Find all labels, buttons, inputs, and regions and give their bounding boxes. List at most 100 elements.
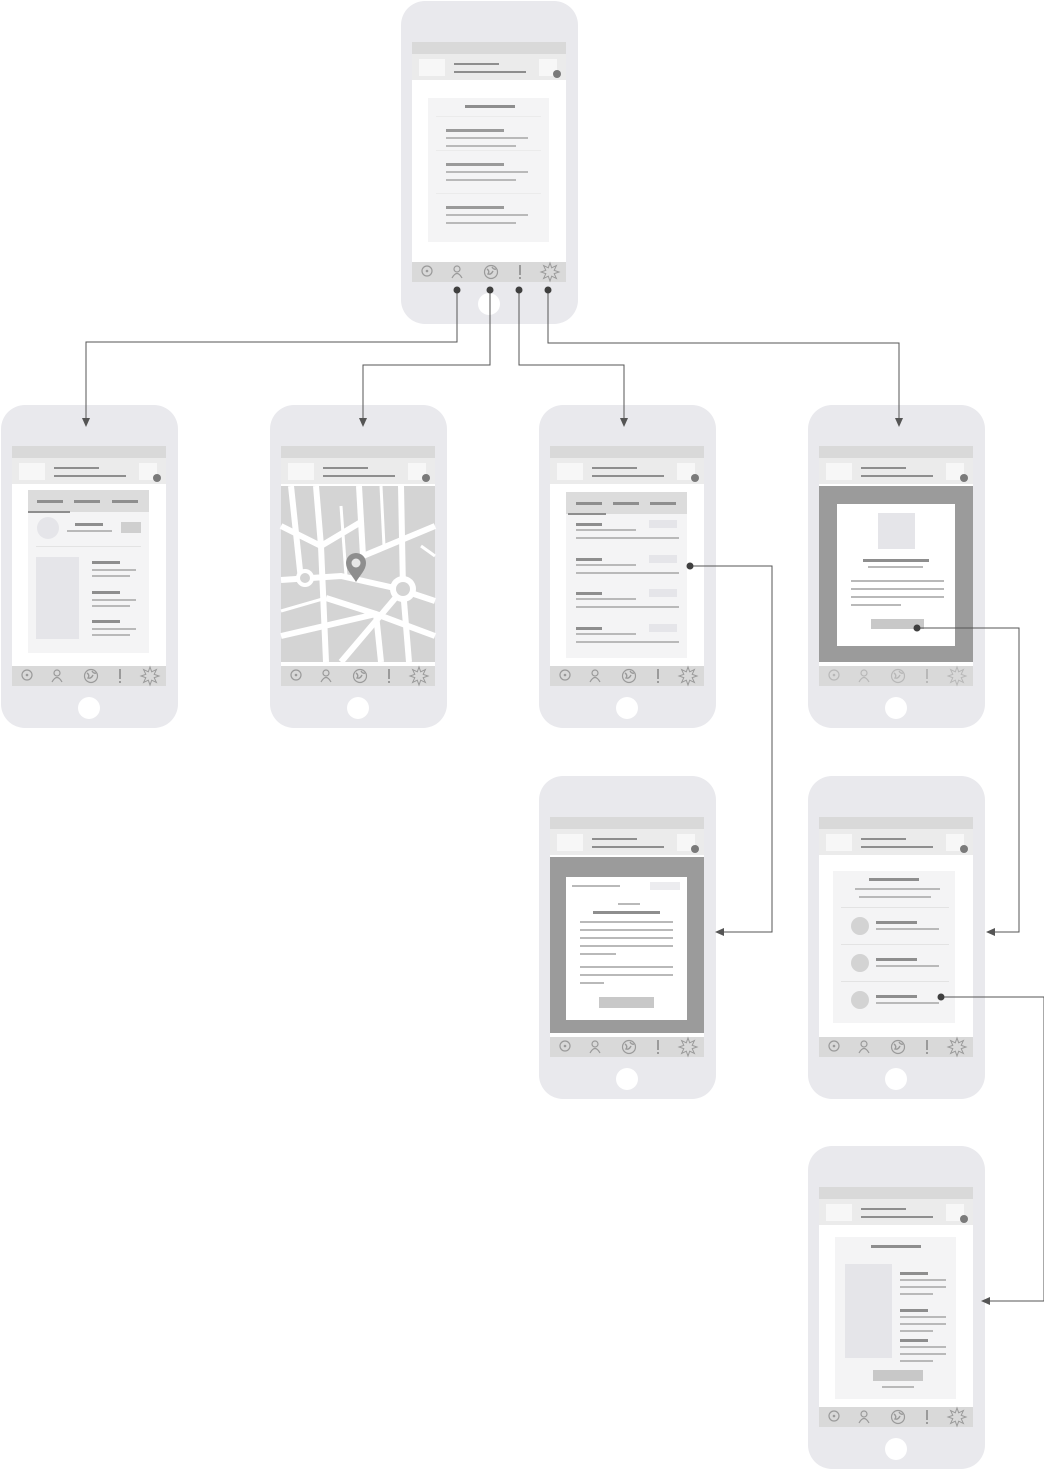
connector-modal-to-contacts bbox=[913, 624, 1020, 936]
row-title-line bbox=[576, 558, 602, 561]
profile-heading-line bbox=[92, 620, 120, 623]
pin-icon[interactable] bbox=[21, 669, 33, 681]
burst-icon[interactable] bbox=[946, 1036, 968, 1058]
person-icon[interactable] bbox=[320, 669, 332, 683]
person-icon[interactable] bbox=[451, 265, 463, 279]
profile-divider bbox=[36, 546, 141, 547]
burst-outline bbox=[139, 665, 161, 687]
person-body bbox=[589, 676, 601, 683]
exclamation-icon[interactable] bbox=[926, 1410, 928, 1424]
map-street bbox=[420, 544, 436, 558]
connector-home-to-modal bbox=[544, 286, 903, 427]
burst-outline bbox=[677, 1036, 699, 1058]
phone-modal bbox=[808, 405, 985, 728]
globe-outline bbox=[621, 668, 637, 684]
list-row[interactable] bbox=[576, 520, 679, 539]
globe-icon[interactable] bbox=[890, 1039, 906, 1055]
exclamation-dot bbox=[519, 277, 521, 279]
globe-icon[interactable] bbox=[890, 1409, 906, 1425]
phone-list bbox=[539, 405, 716, 728]
exclamation-icon[interactable] bbox=[926, 1040, 928, 1054]
connector-start-dot bbox=[515, 286, 523, 294]
pin-dot bbox=[832, 673, 836, 677]
exclamation-icon[interactable] bbox=[519, 265, 521, 279]
dialog-text-line bbox=[580, 966, 673, 968]
tab-label-line bbox=[37, 500, 63, 503]
globe-icon[interactable] bbox=[83, 668, 99, 684]
item-heading-line bbox=[446, 163, 504, 166]
burst-icon[interactable] bbox=[946, 1406, 968, 1428]
globe-icon[interactable] bbox=[352, 668, 368, 684]
header-action-box bbox=[539, 59, 557, 76]
status-bar bbox=[281, 446, 435, 458]
burst-icon[interactable] bbox=[677, 1036, 699, 1058]
item-text-line bbox=[446, 214, 528, 216]
exclamation-icon[interactable] bbox=[657, 669, 659, 683]
row-badge bbox=[649, 555, 677, 563]
dialog-text-line bbox=[580, 982, 604, 984]
connector-line bbox=[359, 290, 491, 427]
burst-icon[interactable] bbox=[139, 665, 161, 687]
exclamation-dot bbox=[926, 681, 928, 683]
burst-icon[interactable] bbox=[677, 665, 699, 687]
person-icon[interactable] bbox=[51, 669, 63, 683]
row-badge bbox=[649, 624, 677, 632]
contact-row[interactable] bbox=[851, 991, 939, 1009]
profile-name-line bbox=[75, 523, 103, 526]
row-badge bbox=[649, 589, 677, 597]
contact-row[interactable] bbox=[851, 917, 939, 935]
map-road bbox=[338, 587, 406, 664]
status-bar bbox=[819, 817, 973, 829]
connector-line bbox=[941, 996, 1044, 1305]
person-icon[interactable] bbox=[589, 1040, 601, 1054]
burst-icon[interactable] bbox=[408, 665, 430, 687]
pin-icon[interactable] bbox=[828, 669, 840, 681]
person-icon[interactable] bbox=[858, 1410, 870, 1424]
exclamation-dot bbox=[926, 1422, 928, 1424]
globe-icon[interactable] bbox=[890, 668, 906, 684]
pin-icon[interactable] bbox=[421, 265, 433, 277]
modal-image bbox=[878, 513, 915, 549]
globe-icon[interactable] bbox=[621, 1039, 637, 1055]
item-text-line bbox=[446, 145, 516, 147]
contacts-subtitle-line bbox=[855, 888, 940, 890]
pin-icon[interactable] bbox=[828, 1040, 840, 1052]
person-head bbox=[860, 1410, 868, 1418]
person-head bbox=[591, 1040, 599, 1048]
contact-row[interactable] bbox=[851, 954, 939, 972]
status-bar bbox=[12, 446, 166, 458]
exclamation-icon[interactable] bbox=[926, 669, 928, 683]
detail-text-line bbox=[900, 1286, 946, 1288]
pin-icon[interactable] bbox=[290, 669, 302, 681]
card-divider bbox=[436, 116, 541, 117]
list-row[interactable] bbox=[576, 589, 679, 608]
detail-text-line bbox=[900, 1360, 933, 1362]
globe-icon[interactable] bbox=[483, 264, 499, 280]
list-row[interactable] bbox=[576, 555, 679, 574]
home-button bbox=[78, 697, 100, 719]
person-icon[interactable] bbox=[589, 669, 601, 683]
person-icon[interactable] bbox=[858, 1040, 870, 1054]
exclamation-icon[interactable] bbox=[388, 669, 390, 683]
pin-icon[interactable] bbox=[559, 669, 571, 681]
connector-home-to-profile bbox=[82, 286, 461, 427]
connector-line bbox=[82, 290, 458, 427]
screen-content-modal bbox=[819, 486, 973, 662]
header-subtitle-line bbox=[592, 475, 664, 477]
row-text-line bbox=[576, 537, 679, 539]
list-row[interactable] bbox=[576, 624, 679, 643]
exclamation-icon[interactable] bbox=[119, 669, 121, 683]
connector-line bbox=[690, 565, 773, 936]
burst-icon[interactable] bbox=[539, 261, 561, 283]
header-title-line bbox=[323, 467, 368, 469]
exclamation-icon[interactable] bbox=[657, 1040, 659, 1054]
pin-icon[interactable] bbox=[828, 1410, 840, 1422]
connector-line bbox=[917, 627, 1020, 936]
content-card bbox=[428, 98, 549, 242]
person-icon[interactable] bbox=[858, 669, 870, 683]
header-action-box bbox=[139, 463, 157, 480]
globe-icon[interactable] bbox=[621, 668, 637, 684]
burst-icon[interactable] bbox=[946, 665, 968, 687]
home-button bbox=[885, 1068, 907, 1090]
pin-icon[interactable] bbox=[559, 1040, 571, 1052]
